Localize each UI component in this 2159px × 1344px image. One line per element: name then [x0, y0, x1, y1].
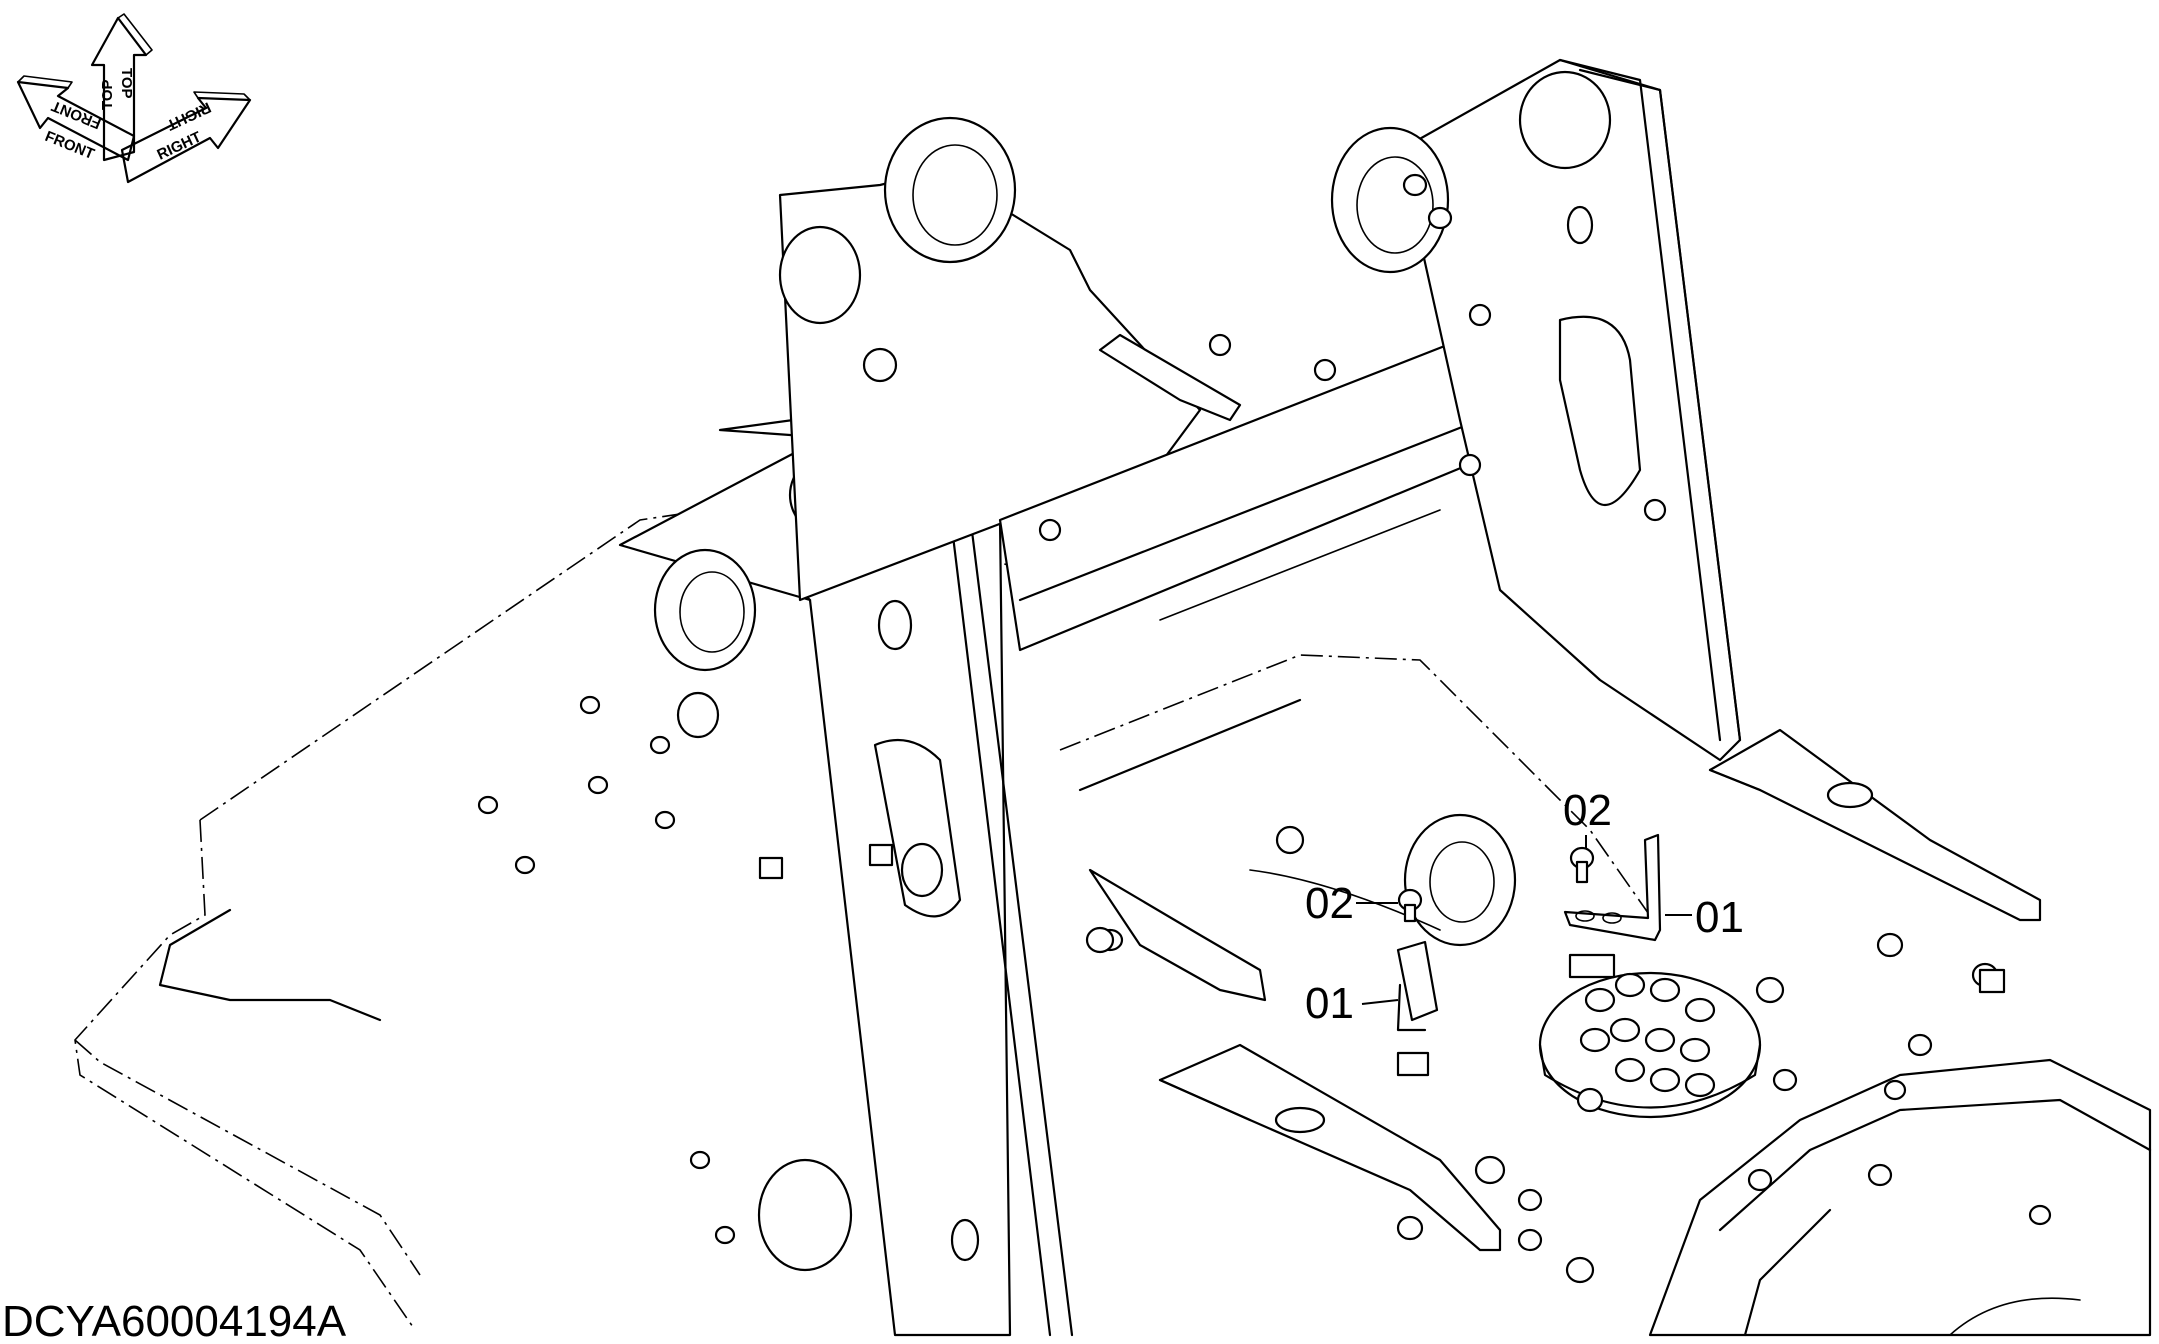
part-02-left-bolt	[1397, 888, 1423, 923]
orientation-top-label: TOP	[118, 68, 135, 99]
left-pin-cluster	[477, 347, 898, 1245]
callout-01-right: 01	[1695, 893, 1744, 942]
orientation-front-label: FRONT	[43, 128, 97, 163]
part-02-right-bolt	[1569, 846, 1595, 884]
callout-02-right: 02	[1563, 786, 1612, 835]
orientation-indicator: FRONT FRONT TOP TOP RIGHT RIGHT	[16, 13, 252, 184]
drawing-reference-code: DCYA60004194A	[2, 1297, 347, 1344]
part-01-left-bracket	[1396, 940, 1439, 1077]
bearing-bolts	[1579, 972, 1716, 1098]
bushings	[1038, 303, 2006, 1284]
orientation-top-label-mirrored: TOP	[99, 79, 116, 110]
frame-assembly	[74, 58, 2152, 1337]
callout-02-left: 02	[1305, 879, 1354, 928]
orientation-right-label: RIGHT	[155, 128, 204, 163]
callout-01-left: 01	[1305, 979, 1354, 1028]
orientation-right-label-mirrored: RIGHT	[164, 98, 213, 133]
part-01-right-bracket	[1563, 833, 1662, 979]
orientation-front-label-mirrored: FRONT	[49, 97, 103, 132]
